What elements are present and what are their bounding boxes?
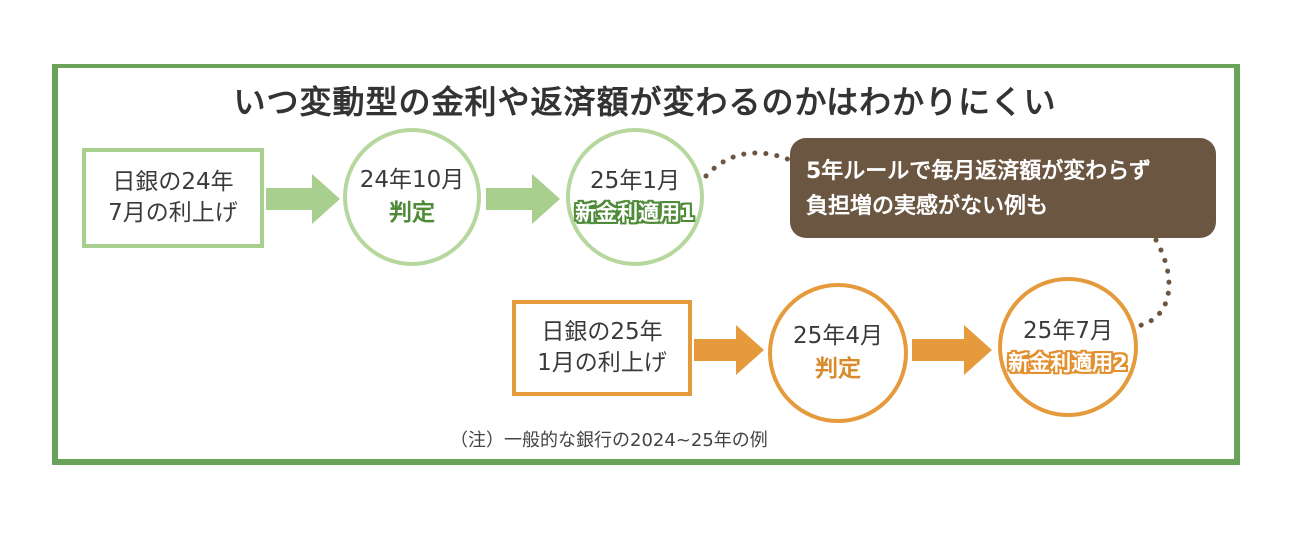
diagram-title: いつ変動型の金利や返済額が変わるのかはわかりにくい bbox=[233, 83, 1057, 121]
step-date: 25年1月 bbox=[590, 168, 680, 195]
arrow-orange-2 bbox=[912, 325, 992, 375]
rate-hike-box-2025-line1: 日銀の25年 bbox=[541, 318, 663, 345]
rate-hike-box-2025: 日銀の25年 1月の利上げ bbox=[512, 300, 692, 396]
dotted-connector-bottom bbox=[1135, 237, 1172, 329]
step-apply-2025-07: 25年7月 新金利適用2 bbox=[998, 277, 1138, 417]
footnote: （注）一般的な銀行の2024~25年の例 bbox=[450, 430, 768, 451]
step-date: 24年10月 bbox=[359, 166, 465, 193]
callout-line2: 負担増の実感がない例も bbox=[806, 194, 1049, 220]
arrow-orange-1 bbox=[694, 325, 764, 375]
step-label: 判定 bbox=[389, 200, 435, 226]
step-date: 25年7月 bbox=[1023, 318, 1113, 345]
step-apply-2025-01: 25年1月 新金利適用1 bbox=[566, 128, 704, 266]
rate-hike-box-2024-line1: 日銀の24年 bbox=[112, 168, 234, 195]
rate-hike-box-2025-line2: 1月の利上げ bbox=[537, 350, 667, 376]
rate-hike-box-2024-line2: 7月の利上げ bbox=[108, 200, 238, 226]
step-judgement-2024-10: 24年10月 判定 bbox=[343, 128, 481, 266]
step-label: 新金利適用1 bbox=[575, 201, 695, 226]
step-label: 新金利適用2 bbox=[1008, 351, 1128, 376]
arrow-green-2 bbox=[486, 174, 560, 224]
dotted-connector-top bbox=[703, 150, 793, 179]
step-judgement-2025-04: 25年4月 判定 bbox=[768, 283, 908, 423]
callout-note: 5年ルールで毎月返済額が変わらず 負担増の実感がない例も bbox=[790, 138, 1216, 238]
rate-hike-box-2024: 日銀の24年 7月の利上げ bbox=[82, 148, 264, 248]
step-date: 25年4月 bbox=[793, 322, 883, 349]
step-label: 判定 bbox=[815, 356, 861, 382]
callout-line1: 5年ルールで毎月返済額が変わらず bbox=[806, 159, 1151, 184]
arrow-green-1 bbox=[266, 174, 340, 224]
